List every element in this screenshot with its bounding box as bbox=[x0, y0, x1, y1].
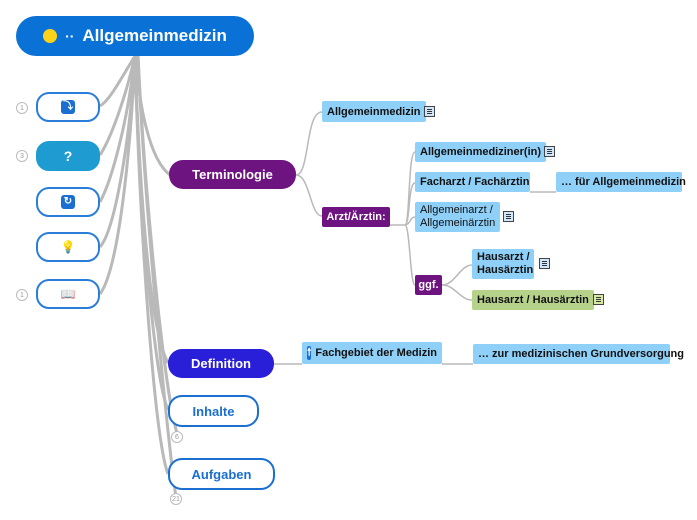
child-count: 21 bbox=[170, 493, 182, 505]
branch-inhalte[interactable]: Inhalte bbox=[168, 395, 259, 427]
child-count: 1 bbox=[16, 289, 28, 301]
dots-icon: ·· bbox=[65, 28, 75, 44]
note-icon[interactable] bbox=[424, 106, 435, 117]
root-label: Allgemeinmedizin bbox=[82, 26, 227, 45]
side-node-refresh[interactable]: ↻ bbox=[36, 187, 100, 217]
topic-label: Hausärztin bbox=[477, 264, 534, 276]
topic-grundversorgung[interactable]: … zur medizinischen Grundversorgung bbox=[473, 344, 684, 364]
link-icon: ⤵ bbox=[61, 100, 75, 114]
note-icon[interactable] bbox=[544, 146, 555, 157]
topic-label: Allgemeinmedizin bbox=[327, 105, 421, 118]
branch-label: Terminologie bbox=[192, 167, 273, 182]
refresh-icon: ↻ bbox=[61, 195, 75, 209]
note-icon[interactable] bbox=[539, 258, 550, 269]
topic-hausarzt[interactable]: Hausarzt / Hausärztin bbox=[472, 249, 534, 279]
side-node-book[interactable]: 📖 bbox=[36, 279, 100, 309]
lightbulb-icon bbox=[43, 29, 58, 43]
topic-ggf[interactable]: ggf. bbox=[415, 275, 442, 295]
topic-label: Allgemeinmediziner(in) bbox=[420, 146, 542, 158]
child-count: 6 bbox=[171, 431, 183, 443]
root-node[interactable]: ·· Allgemeinmedizin bbox=[16, 16, 254, 56]
topic-label: Arzt/Ärztin: bbox=[326, 211, 386, 223]
note-icon[interactable] bbox=[593, 294, 604, 305]
branch-definition[interactable]: Definition bbox=[168, 349, 274, 378]
branch-label: Inhalte bbox=[192, 403, 235, 419]
book-icon: 📖 bbox=[60, 287, 76, 301]
topic-label: ggf. bbox=[418, 279, 439, 291]
topic-fachgebiet[interactable]: 🠕 Fachgebiet der Medizin bbox=[302, 342, 442, 364]
side-node-lightbulb[interactable]: 💡 bbox=[36, 232, 100, 262]
arrow-up-icon: 🠕 bbox=[307, 346, 312, 360]
topic-allgemeinmediziner[interactable]: Allgemeinmediziner(in) bbox=[415, 142, 547, 162]
topic-label: Facharzt / Fachärztin bbox=[420, 176, 530, 188]
branch-label: Definition bbox=[191, 356, 251, 371]
topic-hausarzt-green[interactable]: Hausarzt / Hausärztin bbox=[472, 290, 594, 310]
topic-label: Fachgebiet der Medizin bbox=[315, 347, 437, 359]
child-count: 1 bbox=[16, 102, 28, 114]
topic-label: Allgemeinarzt / bbox=[420, 204, 493, 216]
question-icon: ? bbox=[63, 148, 73, 164]
branch-aufgaben[interactable]: Aufgaben bbox=[168, 458, 275, 490]
topic-label: Hausarzt / bbox=[477, 251, 530, 263]
note-icon[interactable] bbox=[503, 211, 514, 222]
branch-label: Aufgaben bbox=[191, 466, 252, 482]
side-node-link[interactable]: ⤵ bbox=[36, 92, 100, 122]
topic-arzt[interactable]: Arzt/Ärztin: bbox=[322, 207, 390, 227]
topic-label: … für Allgemeinmedizin bbox=[561, 176, 686, 188]
topic-allgemeinmedizin[interactable]: Allgemeinmedizin bbox=[322, 101, 426, 122]
topic-label: Hausarzt / Hausärztin bbox=[477, 294, 589, 306]
topic-label: Allgemeinärztin bbox=[420, 217, 496, 229]
branch-terminologie[interactable]: Terminologie bbox=[169, 160, 296, 189]
lightbulb-icon: 💡 bbox=[60, 240, 76, 254]
topic-label: … zur medizinischen Grundversorgung bbox=[478, 348, 684, 360]
topic-facharzt-detail[interactable]: … für Allgemeinmedizin bbox=[556, 172, 686, 192]
topic-facharzt[interactable]: Facharzt / Fachärztin bbox=[415, 172, 530, 192]
child-count: 3 bbox=[16, 150, 28, 162]
side-node-question[interactable]: ? bbox=[36, 141, 100, 171]
topic-allgemeinarzt[interactable]: Allgemeinarzt / Allgemeinärztin bbox=[415, 202, 500, 232]
